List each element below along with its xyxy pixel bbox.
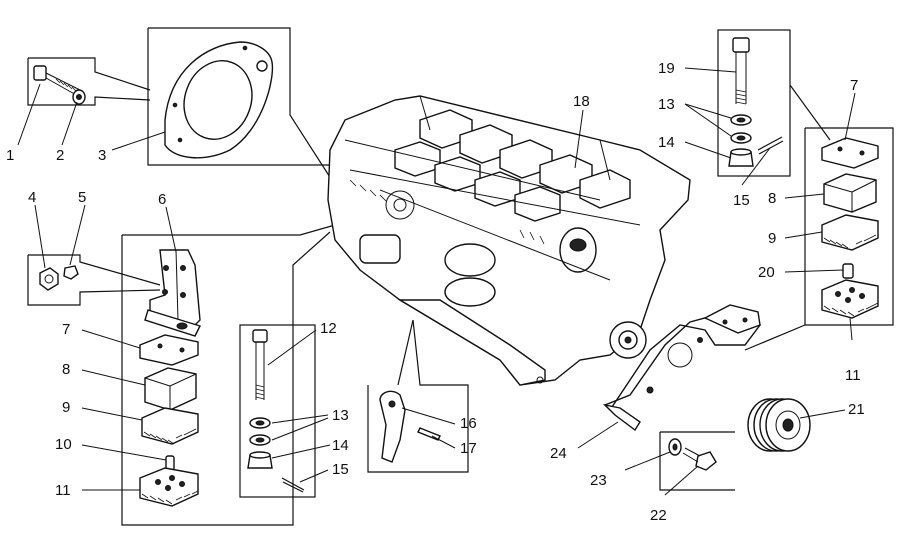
part-label: 5 <box>78 189 86 206</box>
part-label: 8 <box>768 190 776 207</box>
part-label: 13 <box>332 407 349 424</box>
nut-icon <box>247 451 273 469</box>
part-label: 4 <box>28 189 36 206</box>
part-label: 12 <box>320 320 337 337</box>
bolt-icon <box>682 447 717 471</box>
bolt-icon <box>732 37 750 105</box>
pad-icon <box>821 137 879 319</box>
part-label: 1 <box>6 147 14 164</box>
part-label: 6 <box>158 191 166 208</box>
part-label: 14 <box>658 134 675 151</box>
part-label: 19 <box>658 60 675 77</box>
nut-icon <box>728 148 754 167</box>
part-label: 11 <box>845 367 861 384</box>
part-label: 8 <box>62 361 70 378</box>
part-label: 15 <box>733 192 750 209</box>
part-label: 21 <box>848 401 865 418</box>
washer-icon <box>730 114 752 144</box>
part-label: 7 <box>850 77 858 94</box>
part-label: 14 <box>332 437 349 454</box>
part-label: 9 <box>62 399 70 416</box>
bracket-icon <box>144 249 201 337</box>
gasket-icon <box>164 41 274 159</box>
leader-lines <box>17 67 856 496</box>
cotter-pin-icon <box>757 136 784 155</box>
part-label: 18 <box>573 93 590 110</box>
support-bracket-icon <box>602 304 762 432</box>
part-label: 2 <box>56 147 64 164</box>
engine-icon <box>327 95 691 386</box>
part-label: 15 <box>332 461 349 478</box>
washer-icon <box>668 438 682 456</box>
part-label: 9 <box>768 230 776 247</box>
part-label: 13 <box>658 96 675 113</box>
part-label: 7 <box>62 321 70 338</box>
part-label: 16 <box>460 415 477 432</box>
callout-frames <box>27 27 894 526</box>
washer-icon <box>249 417 271 446</box>
part-label: 11 <box>55 482 71 499</box>
part-label: 22 <box>650 507 667 524</box>
pulley-icon <box>747 398 811 452</box>
bracket-icon <box>379 390 406 463</box>
part-label: 23 <box>590 472 607 489</box>
pad-icon <box>139 334 199 507</box>
nut-icon <box>39 265 79 291</box>
cotter-pin-icon <box>281 477 305 493</box>
washer-icon <box>72 89 86 105</box>
part-labels: 1 2 3 4 5 6 7 8 9 10 11 12 13 14 15 16 1… <box>6 60 865 524</box>
part-label: 20 <box>758 264 775 281</box>
part-label: 10 <box>55 436 72 453</box>
bolt-icon <box>252 329 268 400</box>
part-label: 3 <box>98 147 106 164</box>
part-label: 17 <box>460 440 477 457</box>
part-label: 24 <box>550 445 567 462</box>
bolt-icon <box>33 65 81 97</box>
